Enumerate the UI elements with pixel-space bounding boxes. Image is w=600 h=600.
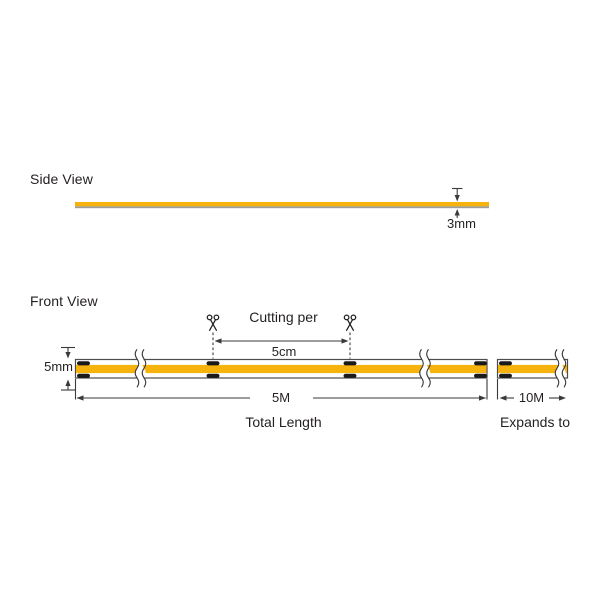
break-symbol-right xyxy=(419,348,431,388)
strip-height-dimension xyxy=(61,346,75,391)
scissors-icon-right xyxy=(343,314,357,331)
side-view-label: Side View xyxy=(30,170,93,187)
expanded-length-value: 10M xyxy=(518,390,545,405)
thickness-dimension xyxy=(452,187,463,218)
scissors-icon-left xyxy=(206,314,220,331)
cut-interval-dimension xyxy=(214,338,349,344)
cutting-per-label: Cutting per xyxy=(249,309,318,325)
cut-interval-label: 5cm xyxy=(271,344,297,359)
total-length-value: 5M xyxy=(271,390,291,405)
thickness-label: 3mm xyxy=(447,216,476,231)
expanded-caption: Expands to xyxy=(499,414,571,430)
break-symbol-expansion xyxy=(554,348,567,388)
front-view-label: Front View xyxy=(30,293,98,309)
side-view-strip xyxy=(75,202,489,209)
strip-height-label: 5mm xyxy=(44,359,73,374)
total-length-dimension xyxy=(74,379,488,401)
expanded-length-dimension xyxy=(496,379,566,401)
total-length-caption: Total Length xyxy=(245,414,322,430)
expansion-strip xyxy=(496,358,569,379)
break-symbol-left xyxy=(134,348,147,388)
front-strip xyxy=(74,358,488,379)
